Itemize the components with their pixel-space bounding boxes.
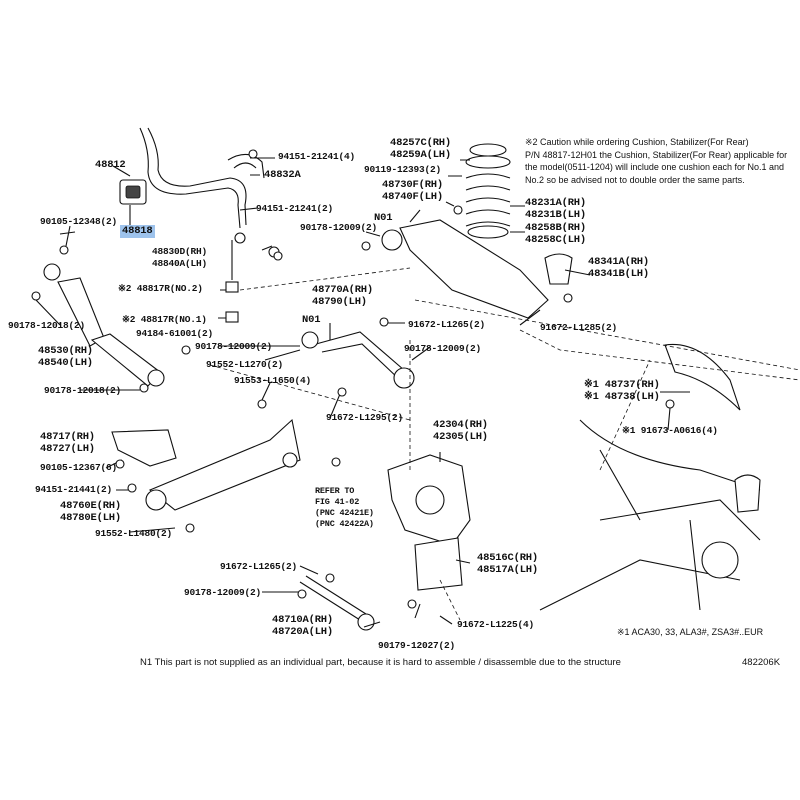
trailing-arm <box>399 219 549 319</box>
label-48770A[interactable]: 48770A(RH) <box>312 284 374 296</box>
caution-title: ※2 Caution while ordering Cushion, Stabi… <box>525 137 749 147</box>
refer-line-1: REFER TO <box>315 486 355 496</box>
label-91552-L1270[interactable]: 91552-L1270(2) <box>206 359 284 370</box>
label-48231A[interactable]: 48231A(RH) <box>525 197 587 209</box>
label-91672-L1265-b[interactable]: 91672-L1265(2) <box>220 561 298 572</box>
label-48790[interactable]: 48790(LH) <box>312 296 367 308</box>
label-48737[interactable]: ※1 48737(RH) <box>584 379 660 391</box>
knuckle-bracket <box>414 537 463 591</box>
stabilizer-bar <box>139 127 247 229</box>
caution-note: ※2 Caution while ordering Cushion, Stabi… <box>525 136 800 186</box>
label-90179-12027[interactable]: 90179-12027(2) <box>378 640 456 651</box>
label-48720A[interactable]: 48720A(LH) <box>272 626 334 638</box>
arm-bracket <box>111 429 177 467</box>
label-90105-12348[interactable]: 90105-12348(2) <box>40 216 118 227</box>
label-48257C[interactable]: 48257C(RH) <box>390 137 452 149</box>
label-N01-b[interactable]: N01 <box>302 314 321 326</box>
label-48760E[interactable]: 48760E(RH) <box>60 500 122 512</box>
label-91552-L1480[interactable]: 91552-L1480(2) <box>95 528 173 539</box>
model-applicability-note: ※1 ACA30, 33, ALA3#, ZSA3#..EUR <box>617 627 764 637</box>
label-48812[interactable]: 48812 <box>95 159 126 171</box>
label-48740F[interactable]: 48740F(LH) <box>382 191 444 203</box>
label-48530[interactable]: 48530(RH) <box>38 345 93 357</box>
label-90178-12009-c[interactable]: 90178-12009(2) <box>404 343 482 354</box>
label-94151-21241-4[interactable]: 94151-21241(4) <box>278 151 356 162</box>
refer-line-4: (PNC 42422A) <box>315 519 374 529</box>
label-91553-L1650[interactable]: 91553-L1650(4) <box>234 375 312 386</box>
label-48259A[interactable]: 48259A(LH) <box>390 149 452 161</box>
caution-body: P/N 48817-12H01 the Cushion, Stabilizer(… <box>525 149 788 185</box>
lower-arm <box>148 418 301 511</box>
label-48717[interactable]: 48717(RH) <box>40 431 95 443</box>
refer-line-2[interactable]: FIG 41-02 <box>315 497 360 507</box>
label-94184-61001[interactable]: 94184-61001(2) <box>136 328 214 339</box>
label-48817R-no2[interactable]: ※2 48817R(NO.2) <box>118 283 203 294</box>
label-90178-12009-a[interactable]: 90178-12009(2) <box>195 341 273 352</box>
label-48710A[interactable]: 48710A(RH) <box>272 614 334 626</box>
rear-suspension-assembly <box>539 419 761 611</box>
label-48258B[interactable]: 48258B(RH) <box>525 222 587 234</box>
label-94151-21441[interactable]: 94151-21441(2) <box>35 484 113 495</box>
label-48727[interactable]: 48727(LH) <box>40 443 95 455</box>
label-91672-L1295[interactable]: 91672-L1295(2) <box>326 412 404 423</box>
label-91672-L1265-a[interactable]: 91672-L1265(2) <box>408 319 486 330</box>
label-48818[interactable]: 48818 <box>120 225 155 238</box>
label-91673-A0616[interactable]: ※1 91673-A0616(4) <box>622 425 718 436</box>
label-94151-21241-2[interactable]: 94151-21241(2) <box>256 203 334 214</box>
label-90178-12009-b[interactable]: 90178-12009(2) <box>300 222 378 233</box>
label-91672-L1225[interactable]: 91672-L1225(4) <box>457 619 535 630</box>
label-48231B[interactable]: 48231B(LH) <box>525 209 587 221</box>
shock-absorber <box>43 263 165 387</box>
coil-spring <box>465 143 573 285</box>
footer-note: N1 This part is not supplied as an indiv… <box>140 657 621 668</box>
label-48832A[interactable]: 48832A <box>264 169 301 181</box>
label-48341B[interactable]: 48341B(LH) <box>588 268 650 280</box>
label-90119-12393[interactable]: 90119-12393(2) <box>364 164 442 175</box>
label-48516C[interactable]: 48516C(RH) <box>477 552 539 564</box>
label-48738[interactable]: ※1 48738(LH) <box>584 391 660 403</box>
label-91672-L1285[interactable]: 91672-L1285(2) <box>540 322 618 333</box>
refer-line-3: (PNC 42421E) <box>315 508 374 518</box>
label-N01-a[interactable]: N01 <box>374 212 393 224</box>
label-48840A[interactable]: 48840A(LH) <box>152 258 208 269</box>
upper-link <box>315 331 405 381</box>
toe-link <box>299 575 367 621</box>
label-42305[interactable]: 42305(LH) <box>433 431 488 443</box>
label-42304[interactable]: 42304(RH) <box>433 419 488 431</box>
label-48341A[interactable]: 48341A(RH) <box>588 256 650 268</box>
label-90105-12367[interactable]: 90105-12367(6) <box>40 462 118 473</box>
label-90178-12018-a[interactable]: 90178-12018(2) <box>8 320 86 331</box>
label-48830D[interactable]: 48830D(RH) <box>152 246 208 257</box>
label-90178-12018-b[interactable]: 90178-12018(2) <box>44 385 122 396</box>
label-48780E[interactable]: 48780E(LH) <box>60 512 122 524</box>
label-48730F[interactable]: 48730F(RH) <box>382 179 444 191</box>
label-48517A[interactable]: 48517A(LH) <box>477 564 539 576</box>
label-48258C[interactable]: 48258C(LH) <box>525 234 587 246</box>
label-48540[interactable]: 48540(LH) <box>38 357 93 369</box>
diagram-code: 482206K <box>742 657 781 668</box>
label-48817R-no1[interactable]: ※2 48817R(NO.1) <box>122 314 207 325</box>
cover-plate <box>664 343 741 411</box>
label-90178-12009-d[interactable]: 90178-12009(2) <box>184 587 262 598</box>
